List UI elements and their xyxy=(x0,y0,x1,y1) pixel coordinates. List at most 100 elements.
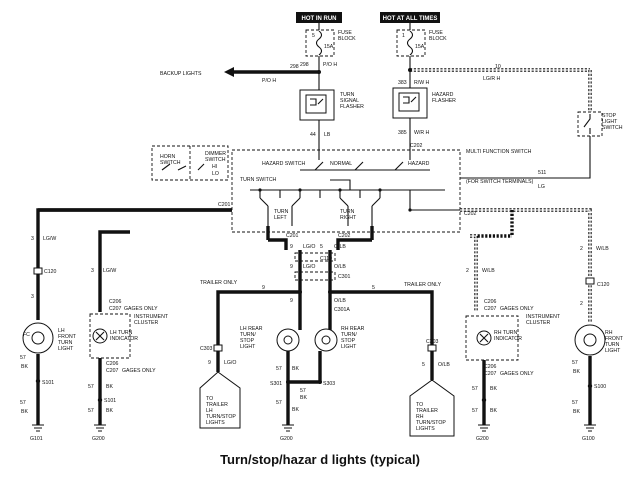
lh-indicator-1: LH TURN xyxy=(110,330,133,336)
fuse-right-out-circuit: 383 xyxy=(398,80,407,86)
rh-indicator-1: RH TURN xyxy=(494,330,518,336)
rh-cluster: CLUSTER xyxy=(526,320,550,326)
stop-switch-circuit: 10 xyxy=(495,64,501,70)
g101-label: G101 xyxy=(30,436,43,442)
c202-top-label: C202 xyxy=(410,143,423,149)
turn-left-1: TURN xyxy=(274,209,289,215)
c201-mid-label: C201 xyxy=(286,233,299,239)
legend-fc: FC xyxy=(23,332,30,338)
mfs-note: (FOR SWITCH TERMINALS) xyxy=(466,179,534,185)
dimmer-switch-top: DIMMER xyxy=(205,151,226,157)
multi-function-switch: MULTI FUNCTION SWITCH (FOR SWITCH TERMIN… xyxy=(151,145,534,233)
rh-ind-gnd-57: 57 xyxy=(472,386,478,392)
c303-left-label: C303 xyxy=(200,346,213,352)
to-trailer-lh-1: TO xyxy=(206,396,213,402)
dimmer-lo: LO xyxy=(212,171,219,177)
stop-switch-color: LG/R H xyxy=(483,76,501,82)
rh-front-color: W/LB xyxy=(596,246,609,252)
rh-front-l3: TURN xyxy=(605,342,620,348)
c206-left-bot: C206 xyxy=(106,361,119,367)
rear-gnd-57-a: 57 xyxy=(276,366,282,372)
backup-circuit: 298 xyxy=(290,64,299,70)
horn-switch-top: HORN xyxy=(160,154,176,160)
c206-right-label: C206 xyxy=(484,299,497,305)
s200-label: S101 xyxy=(104,398,116,404)
rh-front-l4: LIGHT xyxy=(605,348,621,354)
turn-right-1: TURN xyxy=(340,209,355,215)
c202-mid-label: C202 xyxy=(338,233,351,239)
gages-only-right-top: GAGES ONLY xyxy=(500,306,534,312)
to-trailer-rh-3: RH xyxy=(416,414,424,420)
mid-lgo-b: LG/O xyxy=(303,264,315,270)
rh-front-branch: C202 2 W/LB C120 2 RH FRONT TURN LIGHT 5… xyxy=(460,208,624,442)
lh-front-color: LG/W xyxy=(43,236,56,242)
rh-front-gnd-bk: BK xyxy=(573,369,580,375)
rh-front-gnd-bk-b: BK xyxy=(573,409,580,415)
fuse-left-pin: 5 xyxy=(312,33,315,39)
hazard-label: HAZARD xyxy=(408,161,430,167)
to-trailer-rh-5: LIGHTS xyxy=(416,426,435,432)
rh-indicator-2: INDICATOR xyxy=(494,336,522,342)
trailer-9: 9 xyxy=(262,285,265,291)
lh-indicator-2: INDICATOR xyxy=(110,336,138,342)
mid-9-b: 9 xyxy=(290,264,293,270)
rh-rear-1: RH REAR xyxy=(341,326,365,332)
stop-switch-out-color: LG xyxy=(538,184,545,190)
turn-flasher-l3: FLASHER xyxy=(340,104,364,110)
lh-front-circuit: 3 xyxy=(31,236,34,242)
rear-gnd-bk-b: BK xyxy=(300,395,307,401)
dimmer-switch-bot: SWITCH xyxy=(205,157,226,163)
trailer-only-left: TRAILER ONLY xyxy=(200,280,238,286)
fuse-right-pin: 1 xyxy=(402,33,405,39)
lh-ind-gnd-color-2: BK xyxy=(106,408,113,414)
lh-front-circuit-2: 3 xyxy=(31,294,34,300)
mid-9-c: 9 xyxy=(290,298,293,304)
lh-front-l1: LH xyxy=(58,328,65,334)
mid-olb-b: O/LB xyxy=(334,264,346,270)
lh-rear-1: LH REAR xyxy=(240,326,263,332)
hazard-flasher: 383 R/W H HAZARD FLASHER 385 W/R H C202 xyxy=(392,56,456,150)
mid-9: 9 xyxy=(290,244,293,250)
rh-rear-3: STOP xyxy=(341,338,356,344)
c119-label: C119 xyxy=(320,256,332,262)
mid-olb: O/LB xyxy=(334,244,346,250)
fuse-right: 1 15A FUSE BLOCK xyxy=(396,23,447,57)
rh-instrument-cluster: 2 W/LB C206 C207 GAGES ONLY RH TURN INDI… xyxy=(465,210,561,442)
lh-ind-circuit: 3 xyxy=(91,268,94,274)
g200-c-label: G200 xyxy=(476,436,489,442)
lh-rear-4: LIGHT xyxy=(240,344,256,350)
hazard-flasher-l1: HAZARD xyxy=(432,92,454,98)
lh-front-l2: FRONT xyxy=(58,334,77,340)
stop-switch-out-circuit: 511 xyxy=(538,170,546,176)
rh-ind-gnd-bk: BK xyxy=(490,386,497,392)
fuse-right-label-bot: BLOCK xyxy=(429,36,447,42)
fuse-right-out-color: R/W H xyxy=(414,80,430,86)
lh-ind-gnd-circuit-2: 57 xyxy=(88,408,94,414)
fuse-right-label-top: FUSE xyxy=(429,30,443,36)
lh-rear-2: TURN/ xyxy=(240,332,256,338)
c207-left-bot: C207 xyxy=(106,368,119,374)
lh-front-gnd-circuit-2: 57 xyxy=(20,400,26,406)
lh-front-gnd-color: BK xyxy=(21,364,28,370)
backup-color: P/O H xyxy=(262,78,276,84)
fuse-right-rating: 15A xyxy=(415,44,425,50)
rh-front-circuit-2: 2 xyxy=(580,301,583,307)
rh-ind-circuit: 2 xyxy=(466,268,469,274)
c207-right-label: C207 xyxy=(484,306,497,312)
rh-ind-gnd-bk-b: BK xyxy=(490,408,497,414)
stop-switch-l3: SWITCH xyxy=(602,125,623,131)
turn-flasher-l2: SIGNAL xyxy=(340,98,359,104)
turn-left-2: LEFT xyxy=(274,215,288,221)
stop-light-switch: 10 LG/R H STOP LIGHT SWITCH 511 LG xyxy=(408,64,623,190)
c207-rb-label: C207 xyxy=(484,371,497,377)
fuse-left-rating: 15A xyxy=(324,44,334,50)
stop-switch-l2: LIGHT xyxy=(602,119,618,125)
hazard-flasher-l2: FLASHER xyxy=(432,98,456,104)
lh-front-gnd-circuit: 57 xyxy=(20,355,26,361)
g100-label: G100 xyxy=(582,436,595,442)
lh-ind-gnd-color: BK xyxy=(106,384,113,390)
s100-label: S100 xyxy=(594,384,606,390)
gages-only-right-bot: GAGES ONLY xyxy=(500,371,534,377)
rear-gnd-57-b: 57 xyxy=(300,388,306,394)
s303-label: S303 xyxy=(323,381,335,387)
